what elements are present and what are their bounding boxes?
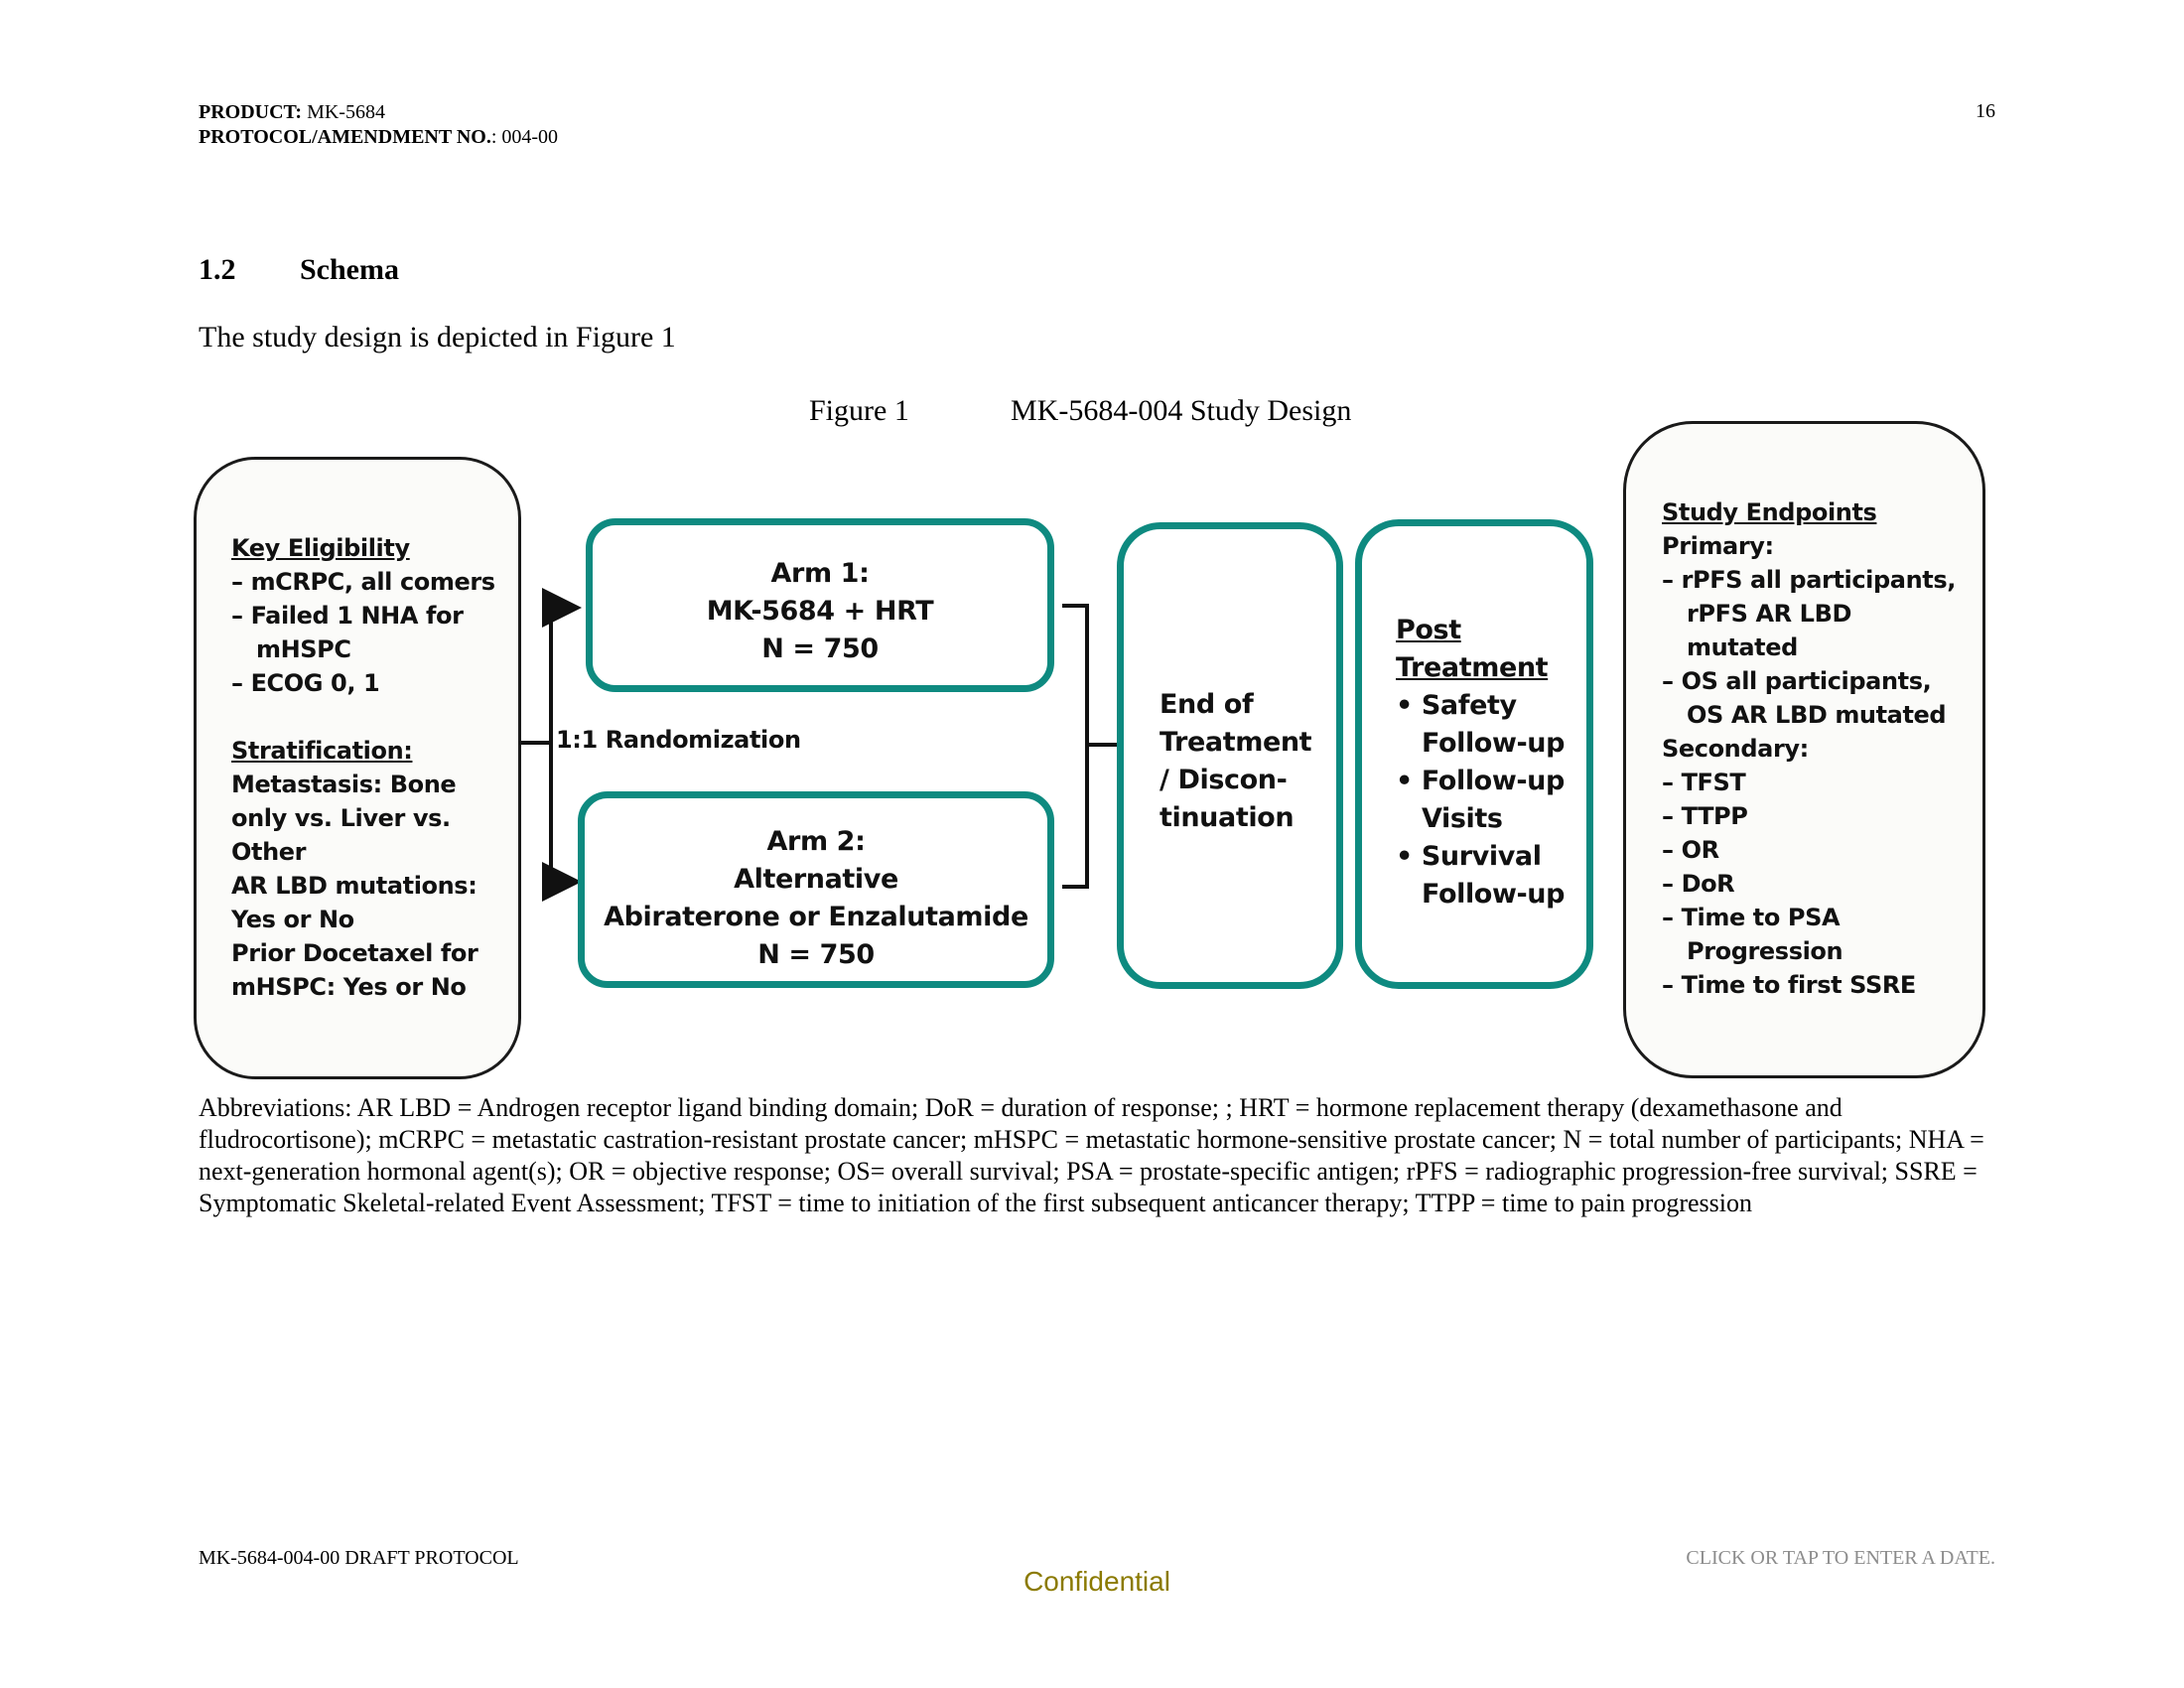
eot-line: Treatment bbox=[1160, 727, 1312, 758]
stratification-line: Yes or No bbox=[231, 906, 354, 933]
secondary-endpoint: TTPP bbox=[1662, 799, 1970, 833]
eot-line: tinuation bbox=[1160, 802, 1295, 833]
primary-endpoint: rPFS all participants, rPFS AR LBD mutat… bbox=[1662, 563, 1970, 664]
endpoints-heading: Study Endpoints bbox=[1662, 498, 1877, 526]
section-title: Schema bbox=[300, 253, 399, 286]
arm1-box: Arm 1: MK-5684 + HRT N = 750 bbox=[586, 518, 1054, 692]
arm2-label: Alternative bbox=[734, 864, 898, 895]
confidential-label: Confidential bbox=[1024, 1566, 1170, 1597]
arm1-n: N = 750 bbox=[761, 633, 879, 664]
eot-line: End of bbox=[1160, 689, 1254, 720]
page-number: 16 bbox=[1976, 100, 1995, 122]
document-header: PRODUCT: MK-5684 PROTOCOL/AMENDMENT NO.:… bbox=[199, 100, 558, 150]
figure-label: Figure 1 bbox=[809, 394, 909, 427]
stratification-heading: Stratification: bbox=[231, 737, 413, 765]
end-of-treatment-box: End of Treatment / Discon- tinuation bbox=[1117, 522, 1343, 989]
date-field[interactable]: CLICK OR TAP TO ENTER A DATE. bbox=[1686, 1547, 1995, 1569]
arm1-title: Arm 1: bbox=[770, 558, 870, 589]
stratification-line: Other bbox=[231, 838, 307, 866]
section-heading: 1.2 Schema bbox=[199, 253, 399, 287]
secondary-label: Secondary: bbox=[1662, 735, 1809, 763]
section-number: 1.2 bbox=[199, 253, 236, 286]
eligibility-item: Failed 1 NHA for mHSPC bbox=[231, 599, 509, 666]
protocol-line: PROTOCOL/AMENDMENT NO.: 004-00 bbox=[199, 126, 559, 148]
merge-bracket bbox=[1062, 604, 1089, 889]
stratification-line: only vs. Liver vs. bbox=[231, 804, 451, 832]
footer-protocol: MK-5684-004-00 DRAFT PROTOCOL bbox=[199, 1547, 519, 1569]
arm1-treatment: MK-5684 + HRT bbox=[706, 596, 934, 627]
primary-endpoint: OS all participants, OS AR LBD mutated bbox=[1662, 664, 1970, 732]
eligibility-box: Key Eligibility mCRPC, all comers Failed… bbox=[194, 457, 521, 1079]
secondary-endpoint: OR bbox=[1662, 833, 1970, 867]
abbreviations-paragraph: Abbreviations: AR LBD = Androgen recepto… bbox=[199, 1093, 1984, 1217]
arm2-treatment: Abiraterone or Enzalutamide bbox=[604, 902, 1028, 932]
figure-caption: Figure 1 MK-5684-004 Study Design bbox=[809, 394, 1351, 428]
figure-title: MK-5684-004 Study Design bbox=[1011, 394, 1352, 427]
intro-paragraph: The study design is depicted in Figure 1 bbox=[199, 321, 676, 353]
stratification-line: AR LBD mutations: bbox=[231, 872, 478, 900]
eligibility-item: ECOG 0, 1 bbox=[231, 666, 509, 700]
eot-line: / Discon- bbox=[1160, 765, 1288, 795]
stratification-line: mHSPC: Yes or No bbox=[231, 973, 467, 1001]
post-heading: Post bbox=[1396, 615, 1461, 645]
eligibility-item: mCRPC, all comers bbox=[231, 565, 509, 599]
stratification-line: Metastasis: Bone bbox=[231, 771, 457, 798]
arm2-box: Arm 2: Alternative Abiraterone or Enzalu… bbox=[578, 791, 1054, 988]
randomization-label: 1:1 Randomization bbox=[556, 726, 801, 754]
primary-label: Primary: bbox=[1662, 532, 1774, 560]
secondary-endpoint: Time to first SSRE bbox=[1662, 968, 1970, 1002]
secondary-endpoint: Time to PSA Progression bbox=[1662, 901, 1970, 968]
endpoints-box: Study Endpoints Primary: rPFS all partic… bbox=[1623, 421, 1985, 1078]
post-heading: Treatment bbox=[1396, 652, 1549, 683]
product-line: PRODUCT: MK-5684 bbox=[199, 101, 385, 123]
secondary-endpoint: DoR bbox=[1662, 867, 1970, 901]
stratification-line: Prior Docetaxel for bbox=[231, 939, 478, 967]
arm2-title: Arm 2: bbox=[766, 826, 866, 857]
eligibility-heading: Key Eligibility bbox=[231, 534, 410, 562]
secondary-endpoint: TFST bbox=[1662, 766, 1970, 799]
arm2-n: N = 750 bbox=[757, 939, 875, 970]
